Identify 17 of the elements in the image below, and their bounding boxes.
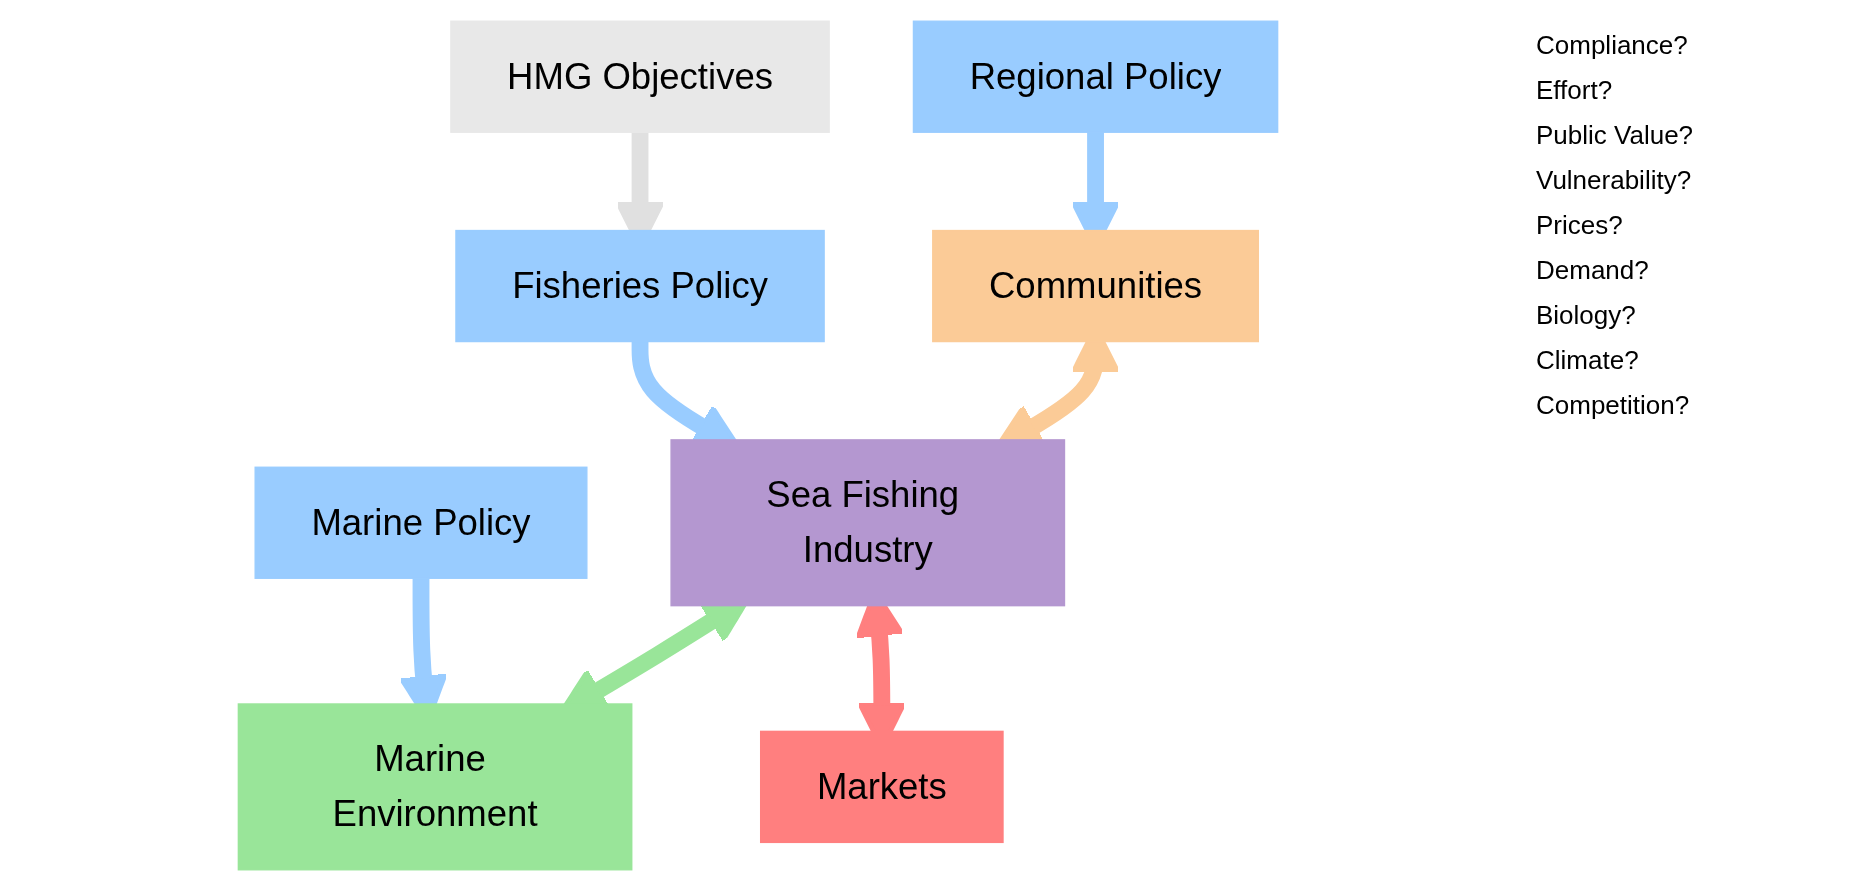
node-box: Sea Fishing Industry	[670, 439, 1066, 607]
note-text: Compliance?	[1536, 30, 1689, 61]
note-text: Effort?	[1536, 75, 1614, 106]
note-text: Vulnerability?	[1536, 165, 1693, 196]
note-text: Biology?	[1536, 300, 1637, 331]
node-box: Fisheries Policy	[455, 229, 825, 343]
note-text: Climate?	[1536, 345, 1640, 376]
node-box: HMG Objectives	[450, 20, 830, 133]
node-box: Marine Environment	[237, 703, 633, 871]
node-box: Markets	[760, 730, 1004, 844]
node-box: Marine Policy	[254, 466, 588, 579]
note-text: Prices?	[1536, 210, 1624, 241]
note-text: Public Value?	[1536, 120, 1695, 151]
note-text: Competition?	[1536, 390, 1691, 421]
node-box: Regional Policy	[912, 20, 1279, 133]
node-box: Communities	[932, 229, 1259, 343]
note-text: Demand?	[1536, 255, 1650, 286]
